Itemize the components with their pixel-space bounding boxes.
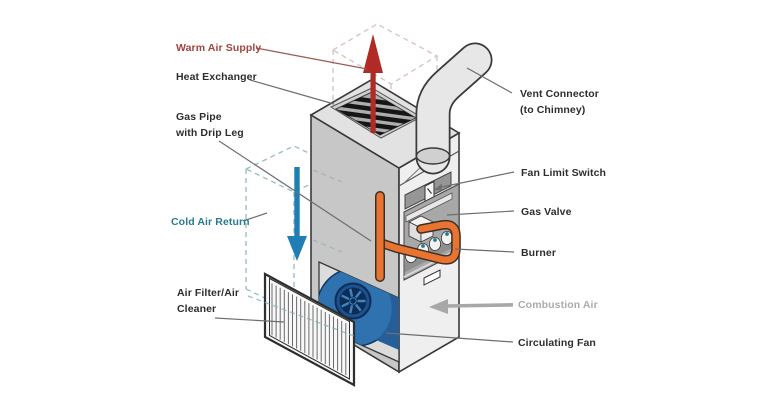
label-fan-limit-switch: Fan Limit Switch — [521, 167, 607, 179]
label-heat-exchanger: Heat Exchanger — [176, 71, 257, 83]
label-warm-air-supply: Warm Air Supply — [176, 42, 262, 54]
label-air-filter-line2: Cleaner — [177, 303, 217, 315]
panel-louver — [423, 269, 441, 286]
label-gas-valve: Gas Valve — [521, 206, 572, 218]
label-air-filter: Air Filter/Air Cleaner — [177, 285, 239, 317]
label-air-filter-line1: Air Filter/Air — [177, 287, 240, 299]
label-gas-pipe-line1: Gas Pipe — [176, 111, 222, 123]
gas-pipe-loop — [376, 219, 461, 265]
filter-slats — [271, 283, 347, 376]
label-gas-pipe: Gas Pipe with Drip Leg — [176, 109, 244, 141]
label-circulating-fan: Circulating Fan — [518, 337, 596, 349]
vent-connector-pipe — [415, 42, 493, 175]
air-filter — [247, 272, 356, 387]
label-combustion-air: Combustion Air — [518, 299, 598, 311]
fan-compartment — [318, 260, 400, 364]
heat-exchanger-grille — [329, 87, 423, 139]
fan-wheel-spokes — [341, 288, 366, 314]
combustion-air-arrow-icon — [429, 299, 514, 314]
label-burner: Burner — [521, 247, 557, 259]
leader-lines — [214, 47, 515, 343]
warm-air-arrow-icon — [363, 34, 383, 133]
label-cold-air-return: Cold Air Return — [171, 216, 250, 228]
label-vent-connector-line2: (to Chimney) — [520, 104, 586, 116]
label-gas-pipe-line2: with Drip Leg — [176, 127, 244, 139]
label-vent-connector: Vent Connector (to Chimney) — [520, 86, 599, 118]
cold-air-arrow-icon — [287, 167, 307, 261]
label-vent-connector-line1: Vent Connector — [520, 88, 599, 100]
